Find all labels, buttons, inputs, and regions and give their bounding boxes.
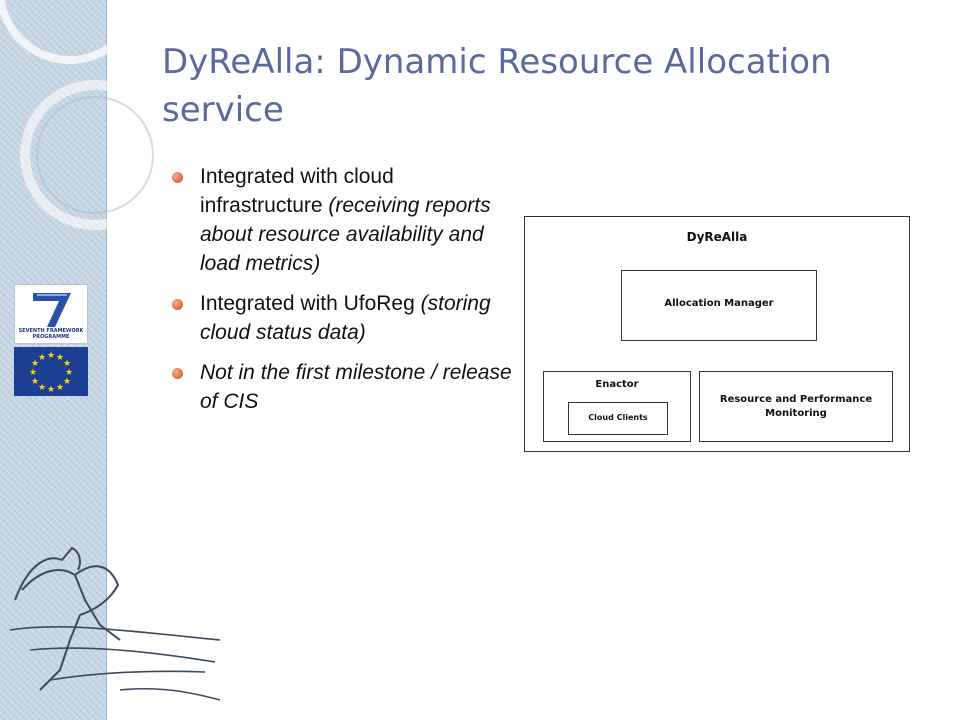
svg-text:★: ★ <box>47 385 55 395</box>
bullet-text: Integrated with UfoReg <box>200 292 421 315</box>
bullet-item: Not in the first milestone / release of … <box>172 358 522 416</box>
bullet-item: Integrated with cloud infrastructure (re… <box>172 162 522 278</box>
svg-text:★: ★ <box>29 368 37 378</box>
eu-flag-logo: ★★★ ★★★ ★★★ ★★★ <box>14 347 88 396</box>
decorative-swirl-icon <box>0 0 221 701</box>
fp7-seven-icon <box>33 293 71 327</box>
bullet-dot-icon <box>172 368 183 379</box>
allocation-manager-box: Allocation Manager <box>621 270 817 341</box>
cloud-clients-box: Cloud Clients <box>568 402 668 435</box>
logos: SEVENTH FRAMEWORK PROGRAMME ★★★ ★★★ ★★★ … <box>14 284 89 396</box>
allocation-manager-label: Allocation Manager <box>664 298 774 309</box>
svg-text:★: ★ <box>65 368 73 378</box>
enactor-box: Enactor Cloud Clients <box>543 371 691 442</box>
diagram-title: DyReAlla <box>686 230 748 244</box>
bullet-dot-icon <box>172 299 183 310</box>
svg-text:★: ★ <box>56 383 64 393</box>
svg-text:★: ★ <box>31 377 39 387</box>
svg-text:★: ★ <box>47 351 55 361</box>
bullet-list: Integrated with cloud infrastructure (re… <box>172 162 522 427</box>
slide-title: DyReAlla: Dynamic Resource Allocation se… <box>162 42 832 130</box>
cloud-clients-label: Cloud Clients <box>588 413 648 422</box>
fp7-text-line-1: SEVENTH FRAMEWORK <box>18 328 84 334</box>
svg-text:★: ★ <box>38 383 46 393</box>
svg-text:★: ★ <box>56 353 64 363</box>
monitoring-box: Resource and Performance Monitoring <box>699 371 893 442</box>
fp7-logo: SEVENTH FRAMEWORK PROGRAMME <box>14 284 88 344</box>
svg-text:★: ★ <box>63 359 71 369</box>
enactor-label: Enactor <box>595 379 639 390</box>
svg-text:★: ★ <box>31 359 39 369</box>
architecture-diagram: DyReAlla Allocation Manager Enactor Clou… <box>524 216 910 452</box>
bullet-text: Integrated with cloud infrastructure <box>200 165 394 217</box>
bullet-item: Integrated with UfoReg (storing cloud st… <box>172 289 522 347</box>
bullet-dot-icon <box>172 172 183 183</box>
bullet-italic-text: (storing cloud status data) <box>200 292 491 344</box>
monitoring-label: Resource and Performance Monitoring <box>719 394 873 419</box>
bullet-italic-text: Not in the first milestone / release of … <box>200 361 512 413</box>
svg-text:★: ★ <box>63 377 71 387</box>
fp7-text-line-2: PROGRAMME <box>32 334 70 340</box>
bullet-italic-text: (receiving reports about resource availa… <box>200 194 491 275</box>
eu-stars-icon: ★★★ ★★★ ★★★ ★★★ <box>29 351 73 395</box>
svg-text:★: ★ <box>38 353 46 363</box>
